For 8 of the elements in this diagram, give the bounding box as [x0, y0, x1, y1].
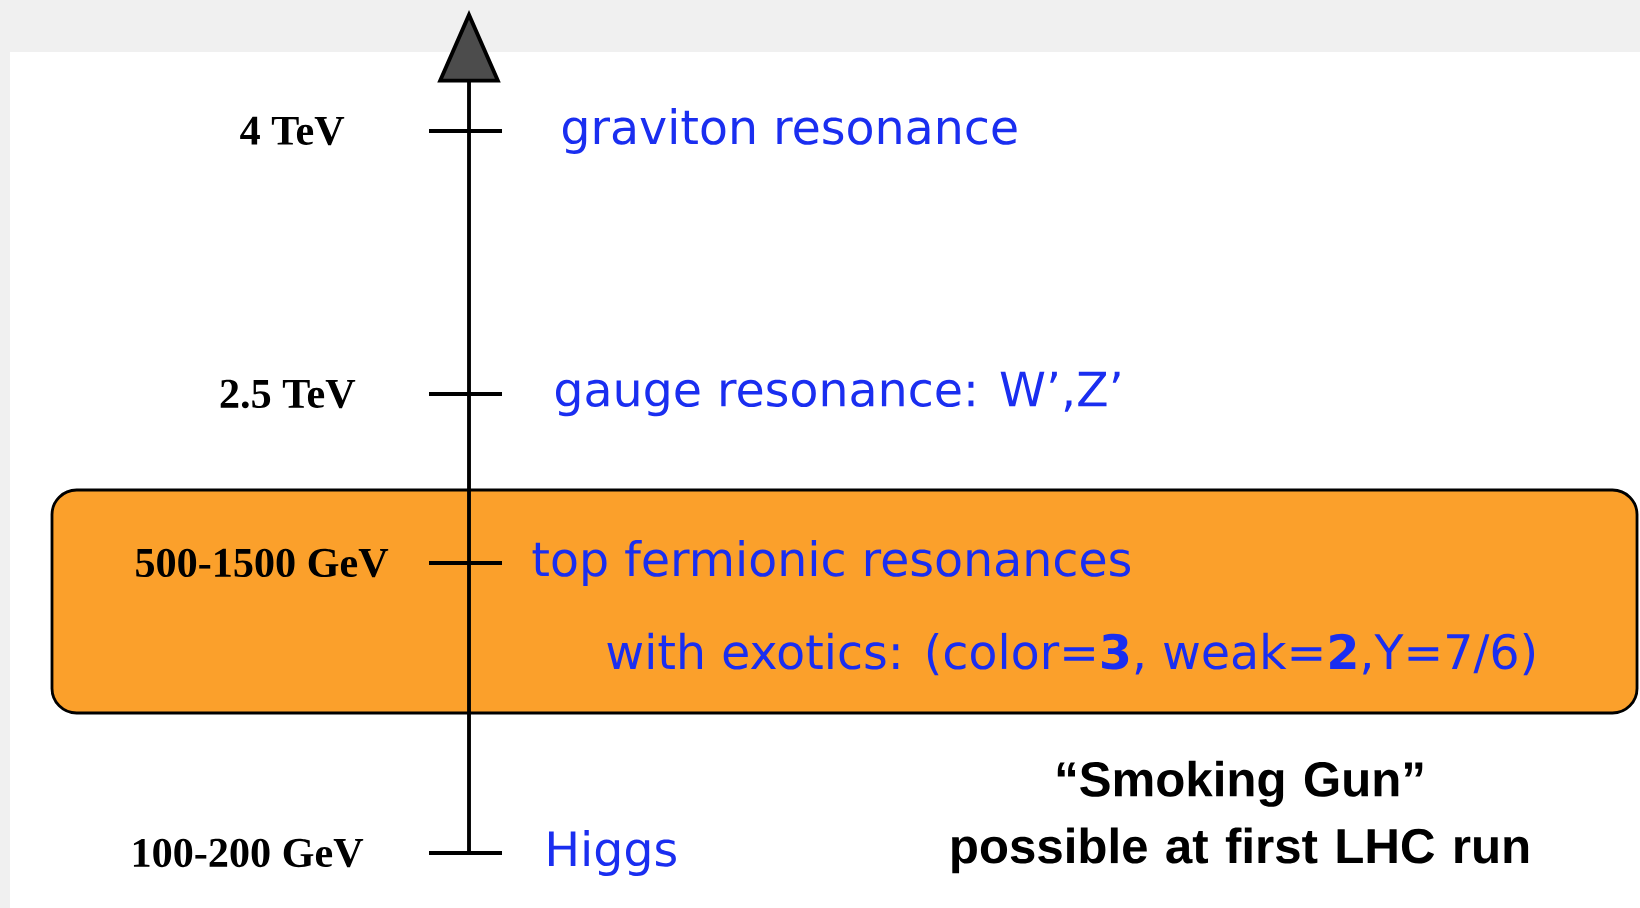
tick-label: 2.5 TeV — [220, 379, 356, 409]
level-label: graviton resonance — [563, 108, 1017, 154]
level-label: gauge resonance: W’,Z’ — [556, 371, 1120, 417]
tick-label: 500-1500 GeV — [136, 548, 389, 578]
tick-label: 100-200 GeV — [133, 838, 364, 868]
note-text: “Smoking Gun” possible at first LHC run — [952, 760, 1529, 874]
level-label: Higgs — [549, 830, 676, 876]
tick-label: 4 TeV — [240, 116, 345, 146]
